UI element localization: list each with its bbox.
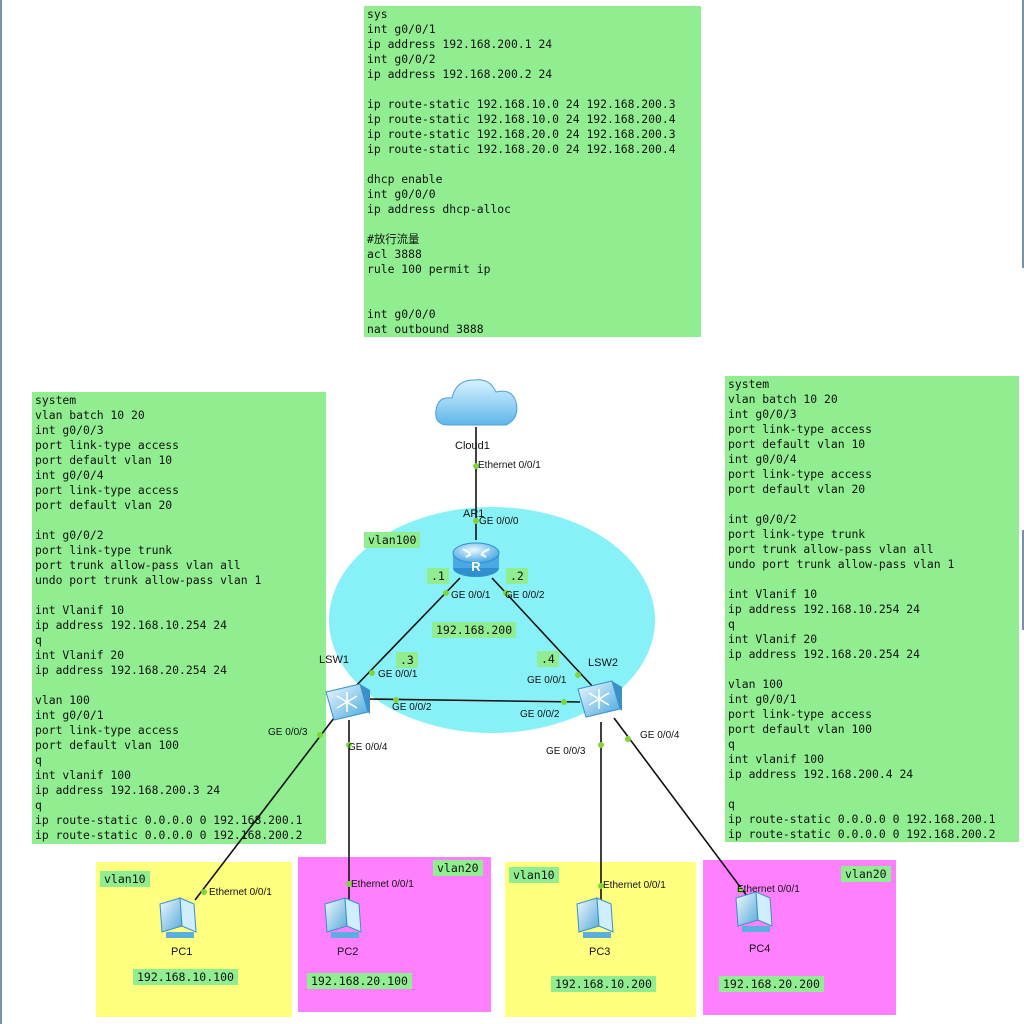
- pc1-ip: 192.168.10.100: [133, 969, 238, 985]
- pc3-name: PC3: [589, 946, 611, 958]
- cloud-name: Cloud1: [455, 440, 490, 452]
- pc1-name: PC1: [171, 946, 193, 958]
- port-label: GE 0/0/3: [546, 746, 586, 757]
- pc3-icon[interactable]: [576, 897, 614, 938]
- port-label: GE 0/0/2: [392, 702, 432, 713]
- link-lsw2-pc4: [613, 717, 751, 901]
- pc4-ip: 192.168.20.200: [719, 976, 824, 992]
- port-dot: [346, 742, 352, 748]
- port-dot: [201, 889, 207, 895]
- port-label: GE 0/0/1: [451, 590, 491, 601]
- port-label: GE 0/0/4: [348, 742, 388, 753]
- link-ar1-lsw2: [491, 577, 595, 689]
- port-label: GE 0/0/2: [505, 590, 545, 601]
- port-dot: [443, 590, 449, 596]
- pc2-name: PC2: [337, 946, 359, 958]
- suffix-ar1-g1: .1: [427, 568, 449, 584]
- config-note-lsw1: system vlan batch 10 20 int g0/0/3 port …: [32, 392, 326, 844]
- port-label: GE 0/0/1: [378, 669, 418, 680]
- router-glyph: R: [471, 559, 481, 574]
- lsw2-name: LSW2: [588, 657, 618, 669]
- port-dot: [473, 518, 479, 524]
- port-dot: [369, 670, 375, 676]
- port-dot: [575, 672, 581, 678]
- router-name: AR1: [463, 508, 485, 520]
- pc1-icon[interactable]: [159, 897, 197, 938]
- zone-pc2-vlan: vlan20: [433, 860, 483, 876]
- port-label: Ethernet 0/0/1: [478, 460, 541, 471]
- suffix-lsw1: .3: [396, 652, 418, 668]
- router-icon[interactable]: [452, 542, 500, 577]
- port-dot: [473, 463, 479, 469]
- pc4-name: PC4: [749, 943, 771, 955]
- zone-pc1-vlan: vlan10: [100, 871, 150, 887]
- canvas-right-border-lower: [1022, 530, 1024, 630]
- switch-lsw1-icon[interactable]: [325, 683, 370, 721]
- cloud-icon[interactable]: [435, 379, 518, 426]
- vlan100-network: 192.168.200: [432, 622, 517, 638]
- port-dot: [737, 887, 743, 893]
- zone-pc1: [96, 862, 292, 1017]
- port-label: Ethernet 0/0/1: [351, 879, 414, 890]
- port-label: GE 0/0/1: [527, 675, 567, 686]
- suffix-lsw2: .4: [537, 651, 559, 667]
- zone-pc4-vlan: vlan20: [841, 866, 891, 882]
- config-note-lsw2: system vlan batch 10 20 int g0/0/3 port …: [725, 376, 1019, 842]
- port-dot: [503, 590, 509, 596]
- port-dot: [393, 697, 399, 703]
- port-label: GE 0/0/4: [640, 730, 680, 741]
- port-dot: [598, 883, 604, 889]
- port-label: GE 0/0/3: [268, 727, 308, 738]
- canvas-right-border: [1022, 0, 1024, 268]
- port-label: Ethernet 0/0/1: [209, 887, 272, 898]
- suffix-ar1-g2: .2: [506, 568, 528, 584]
- port-label: Ethernet 0/0/1: [603, 880, 666, 891]
- port-dot: [346, 881, 352, 887]
- port-dot: [561, 699, 567, 705]
- port-dot: [625, 736, 631, 742]
- pc3-ip: 192.168.10.200: [551, 976, 656, 992]
- pc2-ip: 192.168.20.100: [307, 973, 412, 989]
- link-lsw1-lsw2: [365, 698, 581, 703]
- port-dot: [317, 732, 323, 738]
- pc4-icon[interactable]: [735, 891, 773, 932]
- vlan100-label: vlan100: [364, 532, 421, 548]
- pc2-icon[interactable]: [324, 897, 362, 938]
- lsw1-name: LSW1: [319, 654, 349, 666]
- port-dot: [598, 742, 604, 748]
- canvas-left-border: [0, 0, 2, 1024]
- zone-pc3-vlan: vlan10: [509, 867, 559, 883]
- link-lsw1-pc1: [194, 717, 335, 901]
- switch-lsw2-icon[interactable]: [577, 680, 622, 718]
- port-label: GE 0/0/2: [520, 709, 560, 720]
- port-label: Ethernet 0/0/1: [737, 884, 800, 895]
- config-note-router: sys int g0/0/1 ip address 192.168.200.1 …: [364, 6, 701, 337]
- port-label: GE 0/0/0: [479, 516, 519, 527]
